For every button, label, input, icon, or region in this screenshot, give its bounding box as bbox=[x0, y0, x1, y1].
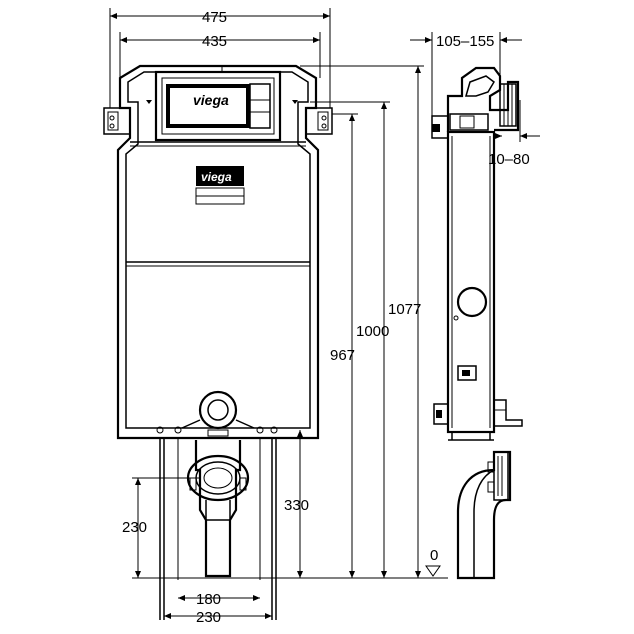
dimensions: 475 435 1077 1000 967 330 230 180 230 bbox=[109, 8, 540, 626]
cistern-side-panel bbox=[249, 83, 271, 129]
cistern-inner bbox=[161, 77, 275, 135]
frame-inner bbox=[125, 71, 311, 429]
dim-230-vertical: 230 bbox=[122, 519, 147, 536]
dim-1077: 1077 bbox=[388, 301, 421, 318]
viega-logo-top: viega bbox=[193, 92, 229, 108]
dim-435: 435 bbox=[202, 33, 227, 50]
dim-230-horizontal: 230 bbox=[196, 609, 221, 626]
floor-level-label: 0 bbox=[430, 547, 438, 564]
floor-level-triangle bbox=[425, 565, 441, 577]
mark-triangle-right bbox=[292, 100, 298, 104]
front-view: viega viega bbox=[103, 64, 333, 620]
side-view bbox=[431, 66, 523, 580]
dim-330: 330 bbox=[284, 497, 309, 514]
bracket-right bbox=[305, 107, 333, 135]
legs bbox=[159, 438, 277, 620]
mark-triangle-left bbox=[146, 100, 152, 104]
drain-connection bbox=[156, 390, 278, 437]
dim-967: 967 bbox=[330, 347, 355, 364]
dim-1000: 1000 bbox=[356, 323, 389, 340]
dim-475: 475 bbox=[202, 9, 227, 26]
viega-logo-mid: viega bbox=[201, 170, 232, 184]
dim-10-80: 10–80 bbox=[488, 151, 530, 168]
side-frame bbox=[446, 130, 496, 434]
bracket-left bbox=[103, 107, 131, 135]
logo-plate-mid: viega bbox=[195, 166, 245, 205]
cistern-box bbox=[154, 70, 282, 142]
side-small-panel bbox=[457, 365, 477, 381]
side-bracket-bottom bbox=[433, 403, 449, 425]
pan-connector bbox=[186, 440, 250, 578]
flush-plate-inner bbox=[170, 88, 246, 124]
dim-180: 180 bbox=[196, 591, 221, 608]
dim-105-155: 105–155 bbox=[436, 33, 494, 50]
side-round-opening bbox=[456, 286, 488, 318]
